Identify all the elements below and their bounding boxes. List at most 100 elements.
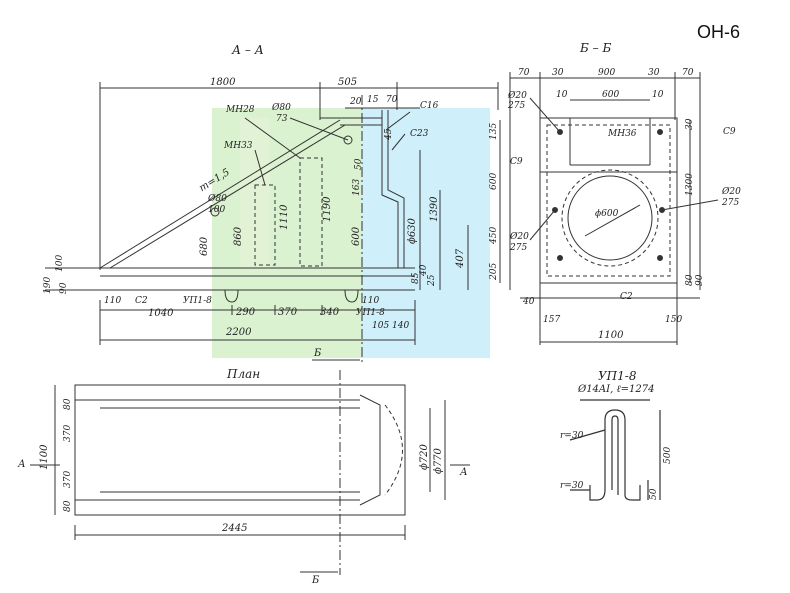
dim-163: 163 [352,178,362,196]
label-up18-a: УП1-8 [183,296,212,306]
bb-dim-10: 10 [556,90,568,100]
arrow-b-2: Б [312,575,320,586]
bb-dim-157: 157 [543,315,561,325]
label-o20c: Ø20 [722,187,741,197]
blue-overlay [362,108,490,358]
product-code: ОН-6 [697,22,741,42]
rebar-dim-500: 500 [663,446,673,464]
bb-dim-135: 135 [489,122,499,140]
section-bb-view [499,72,719,345]
dim-105: 105 [372,321,390,331]
plan-dim-370b: 370 [63,470,73,488]
dim-45: 45 [384,128,394,140]
bb-dim-70a: 70 [518,68,530,78]
dim-50: 50 [354,158,364,170]
dim-630: ϕ630 [407,218,418,244]
dim-100: 100 [55,254,65,272]
dim-1800: 1800 [210,77,236,88]
dim-190: 190 [43,276,53,294]
label-o20c-n: 275 [722,198,740,208]
label-o20a: Ø20 [508,91,527,101]
bb-dim-30b: 30 [648,68,660,78]
title-plan: План [227,367,261,381]
dim-290: 290 [236,307,256,318]
label-o20b-n: 275 [510,243,528,253]
label-c9-b: С9 [510,157,523,167]
label-mn36: МН36 [608,129,637,139]
plan-dim-370a: 370 [63,424,73,442]
dim-407: 407 [455,248,466,268]
bb-dim-150: 150 [665,315,683,325]
label-o80: Ø80 [272,103,291,113]
plan-dim-80a: 80 [63,398,73,410]
bb-dim-1100: 1100 [598,330,624,341]
plan-dim-720: ϕ720 [419,444,430,470]
bb-dim-600: 600 [489,172,499,190]
label-r30-b: r=30 [560,481,584,491]
section-aa-view [45,82,499,362]
bb-dim-10b: 10 [652,90,664,100]
dim-70: 70 [386,95,398,105]
dim-1110: 1110 [279,204,290,230]
rebar-detail [569,399,661,501]
plan-dim-770: ϕ770 [433,448,444,474]
dim-1390: 1390 [429,196,440,222]
label-mn33: МН33 [224,141,253,151]
rebar-spec: Ø14AI, ℓ=1274 [578,384,655,395]
bb-dim-600w: 600 [602,90,620,100]
label-o80-n: 73 [276,114,288,124]
label-phi600: ϕ600 [595,209,619,219]
bb-dim-205: 205 [489,262,499,280]
dim-340: 340 [320,307,340,318]
label-c9-a: С9 [723,127,736,137]
green-overlay [212,108,362,358]
bb-dim-40: 40 [523,297,535,307]
rebar-dim-50: 50 [649,488,659,500]
dim-40: 40 [419,264,429,276]
dim-20: 20 [350,97,362,107]
plan-dim-80b: 80 [63,500,73,512]
label-o20a-n: 275 [508,101,526,111]
dim-140: 140 [392,321,410,331]
dim-2200: 2200 [226,327,252,338]
bb-dim-30: 30 [685,118,695,130]
bb-dim-30a: 30 [552,68,564,78]
bb-dim-90: 90 [695,274,705,286]
bb-dim-1300: 1300 [685,173,695,196]
bb-dim-450: 450 [489,226,499,244]
arrow-b-1: Б [314,348,322,359]
bb-dim-900: 900 [598,68,616,78]
dim-600: 600 [351,226,362,246]
label-c23: С23 [410,129,429,139]
label-o80b: Ø80 [208,194,227,204]
dim-860: 860 [233,226,244,246]
dim-1040: 1040 [148,308,174,319]
dim-110b: 110 [362,296,380,306]
bb-dim-70b: 70 [682,68,694,78]
title-rebar: УП1-8 [598,369,637,383]
plan-dim-1100: 1100 [39,444,50,470]
plan-view [30,370,470,575]
label-c16: С16 [420,101,439,111]
dim-90: 90 [59,282,69,294]
arrow-a-2: А [460,467,468,478]
label-o20b: Ø20 [510,232,529,242]
label-mn28: МН28 [226,105,255,115]
dim-680: 680 [199,236,210,256]
bb-dim-80: 80 [685,274,695,286]
label-c2-b: С2 [620,292,633,302]
label-c2: С2 [135,296,148,306]
label-r30-a: r=30 [560,431,584,441]
title-section-aa: А – А [232,43,264,57]
dim-370: 370 [278,307,298,318]
dim-1190: 1190 [322,196,333,222]
label-up18-b: УП1-8 [356,308,385,318]
dim-505: 505 [338,77,358,88]
title-section-bb: Б – Б [580,41,612,55]
plan-dim-2445: 2445 [222,523,248,534]
dim-25: 25 [427,274,437,286]
dim-110: 110 [104,296,122,306]
label-o80b-n: 100 [208,205,226,215]
